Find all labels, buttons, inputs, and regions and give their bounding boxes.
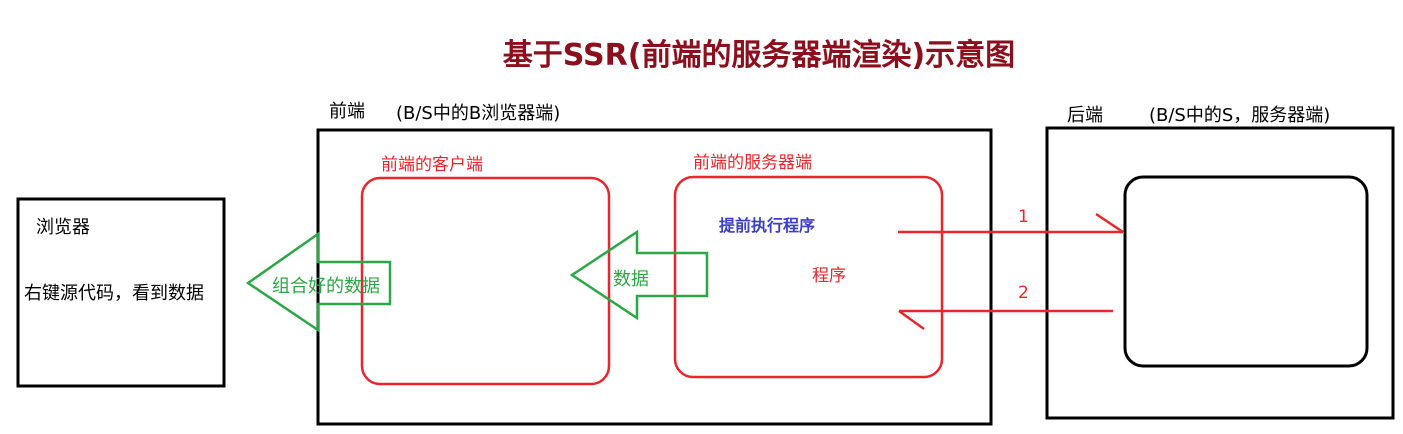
browser-label: 浏览器	[36, 217, 90, 238]
backend-inner-box	[1123, 175, 1369, 368]
combined-data-arrow	[245, 231, 392, 333]
backend-label: 后端	[1067, 105, 1103, 126]
page-title: 基于SSR(前端的服务器端渲染)示意图	[502, 38, 1016, 73]
frontend-label: 前端	[329, 101, 365, 122]
request-arrow	[898, 212, 1124, 234]
frontend-client-box	[360, 176, 611, 386]
frontend-server-box	[673, 175, 944, 379]
server-action-label: 提前执行程序	[719, 216, 816, 235]
browser-text: 右键源代码，看到数据	[24, 283, 204, 304]
request-number: 1	[1018, 207, 1029, 227]
browser-box	[16, 197, 226, 388]
program-label: 程序	[812, 266, 846, 286]
data-arrow-label: 数据	[613, 269, 649, 290]
frontend-client-label: 前端的客户端	[381, 155, 483, 175]
combined-arrow-label: 组合好的数据	[272, 276, 380, 297]
data-arrow	[569, 229, 709, 321]
frontend-server-label: 前端的服务器端	[693, 153, 812, 173]
response-number: 2	[1018, 283, 1029, 303]
backend-desc: (B/S中的S，服务器端)	[1149, 105, 1331, 126]
frontend-desc: (B/S中的B浏览器端)	[396, 103, 561, 124]
backend-box	[1045, 126, 1395, 420]
response-arrow	[898, 309, 1113, 331]
frontend-box	[316, 128, 993, 426]
